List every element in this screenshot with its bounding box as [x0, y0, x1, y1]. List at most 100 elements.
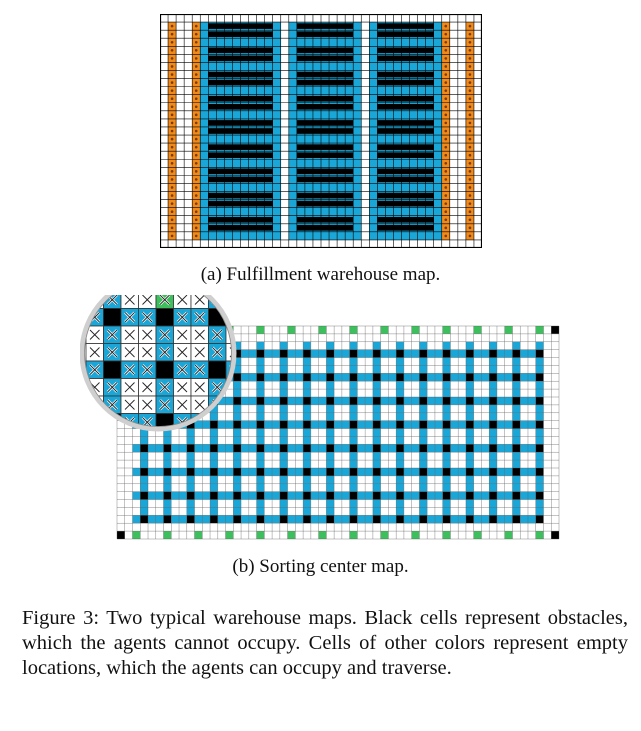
map-b-cell-empty: [148, 428, 156, 437]
map-b-cell-sorting: [504, 420, 513, 429]
map-b-cell-empty: [295, 428, 304, 437]
map-b-cell-obstacle: [256, 349, 265, 358]
map-b-cell-empty: [179, 460, 187, 468]
map-b-cell-obstacle: [372, 468, 381, 476]
map-a-cell-aisle: [184, 239, 193, 248]
map-a-cell-storage: [329, 62, 338, 71]
map-b-cell-empty: [481, 341, 490, 350]
map-b-cell-sorting: [535, 381, 544, 390]
map-b-cell-sorting: [155, 444, 164, 453]
map-a-cell-aisle: [160, 70, 169, 79]
map-b-cell-sorting: [411, 373, 420, 382]
map-b-cell-empty: [264, 389, 273, 397]
map-a-cell-aisle: [473, 183, 482, 192]
map-b-cell-sorting: [427, 349, 435, 358]
map-b-cell-empty: [264, 460, 273, 468]
map-a-station-mark: [194, 161, 198, 165]
map-b-cell-empty: [318, 475, 327, 484]
map-b-cell-empty: [520, 452, 528, 461]
map-b-cell-obstacle: [210, 491, 218, 500]
map-b-cell-sorting: [264, 420, 273, 429]
map-a-cell-storage: [433, 135, 442, 144]
fulfillment-warehouse-map: [160, 14, 482, 248]
map-a-cell-aisle: [473, 38, 482, 47]
map-b-cell-empty: [295, 357, 304, 366]
map-b-cell-sorting: [163, 483, 172, 492]
map-b-cell-empty: [380, 412, 389, 421]
map-b-cell-empty: [117, 420, 125, 429]
map-b-cell-empty: [434, 341, 443, 350]
map-b-cell-empty: [543, 436, 552, 445]
map-b-cell-obstacle: [233, 491, 242, 500]
map-b-cell-obstacle: [326, 397, 335, 405]
map-b-cell-empty: [551, 397, 559, 405]
map-b-cell-sorting: [264, 397, 273, 405]
map-b-cell-empty: [241, 436, 249, 445]
map-b-cell-sorting: [248, 444, 257, 453]
map-b-cell-empty: [434, 499, 443, 508]
map-a-station-mark: [444, 89, 448, 92]
map-a-cell-storage: [288, 54, 297, 63]
map-a-cell-storage: [321, 231, 330, 240]
map-a-cell-storage: [433, 62, 442, 71]
map-b-cell-obstacle: [326, 349, 335, 358]
map-a-station-mark: [468, 113, 472, 117]
map-b-cell-sorting: [171, 515, 180, 524]
map-b-cell-empty: [473, 499, 482, 508]
map-b-cell-obstacle: [163, 444, 172, 453]
map-b-cell-empty: [148, 483, 156, 492]
map-a-station-mark: [170, 32, 174, 36]
map-b-cell-sorting: [388, 373, 397, 382]
map-a-cell-aisle: [449, 94, 458, 103]
inset-cell-empty: [138, 295, 157, 309]
map-b-cell-empty: [543, 389, 552, 397]
map-b-cell-sorting: [396, 365, 404, 374]
map-b-cell-sorting: [434, 420, 443, 429]
map-a-cell-aisle: [361, 167, 370, 176]
map-b-cell-empty: [132, 475, 141, 484]
map-a-station-mark: [444, 113, 448, 117]
map-a-cell-storage: [353, 46, 362, 55]
map-a-cell-aisle: [184, 207, 193, 216]
map-b-cell-empty: [326, 531, 335, 539]
map-b-cell-sorting: [372, 475, 381, 484]
map-a-cell-aisle: [457, 183, 466, 192]
map-a-cell-aisle: [232, 239, 241, 248]
map-b-cell-sorting: [233, 365, 242, 374]
map-b-cell-sorting: [241, 397, 249, 405]
map-a-cell-aisle: [361, 126, 370, 136]
map-a-cell-storage: [433, 30, 442, 39]
map-a-cell-storage: [200, 215, 209, 224]
map-a-cell-storage: [240, 231, 249, 240]
map-a-station-mark: [194, 170, 198, 173]
map-a-cell-storage: [425, 86, 434, 95]
map-b-cell-empty: [434, 475, 443, 484]
inset-cell-empty: [86, 431, 104, 449]
map-b-cell-empty: [543, 373, 552, 382]
map-b-cell-empty: [357, 452, 366, 461]
map-b-cell-sorting: [504, 444, 513, 453]
map-b-cell-empty: [380, 483, 389, 492]
map-b-cell-empty: [287, 333, 296, 342]
map-b-cell-empty: [179, 499, 187, 508]
map-a-cell-aisle: [473, 215, 482, 224]
map-a-cell-aisle: [449, 143, 458, 152]
map-a-cell-storage: [353, 54, 362, 63]
map-a-cell-aisle: [264, 239, 273, 248]
map-a-cell-storage: [369, 126, 378, 136]
map-a-cell-storage: [288, 22, 297, 31]
map-b-cell-empty: [186, 531, 195, 539]
map-b-cell-empty: [380, 475, 389, 484]
map-a-cell-storage: [337, 38, 346, 47]
map-b-cell-empty: [504, 412, 513, 421]
map-b-cell-empty: [380, 428, 389, 437]
map-a-cell-aisle: [176, 22, 185, 31]
map-b-cell-sorting: [179, 515, 187, 524]
map-b-cell-sorting: [241, 491, 249, 500]
map-a-station-mark: [170, 186, 174, 189]
map-a-cell-aisle: [425, 239, 434, 248]
map-b-cell-empty: [225, 523, 234, 532]
map-b-cell-empty: [272, 483, 280, 492]
map-b-cell-obstacle: [279, 491, 288, 500]
map-b-cell-sorting: [256, 428, 265, 437]
